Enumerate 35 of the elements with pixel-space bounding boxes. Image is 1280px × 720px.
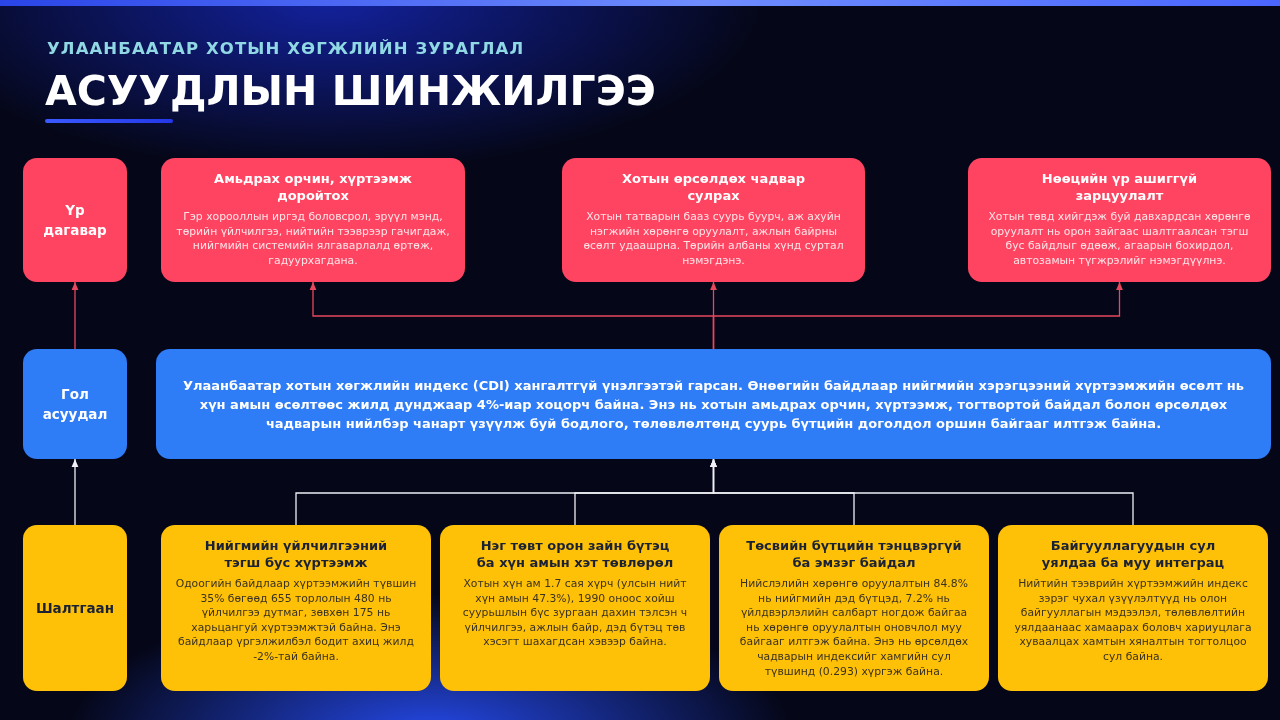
arrow	[71, 281, 79, 350]
problem-box	[156, 349, 1271, 459]
card-text: Нийтийн тээврийн хүртээмжийн индекс зэрэг чухал үзүүлэлтүүд нь олон байгууллагын мэдээлэл, төлөвлөлтийн уялдаанаас хамаарах боловч хариуцлага хуваалцах хамтын хяналтын тогтолцоо сул байна.	[1013, 577, 1253, 665]
arrow	[712, 281, 1123, 350]
problem-label-box	[23, 349, 127, 459]
card-heading: Байгууллагуудын сул уялдаа ба муу интеграц	[1040, 537, 1226, 571]
effect-label-box	[23, 158, 127, 282]
card-text: Гэр хорооллын иргэд боловсрол, эрүүл мэнд, төрийн үйлчилгээ, нийтийн тээврээр гачигдаж, нийгмийн системийн ялгаварлалд өртөж, гадуурхагдана.	[175, 210, 451, 269]
row-label: Үр дагавар	[42, 201, 108, 240]
cause-card	[161, 525, 431, 691]
subtitle: УЛААНБААТАР ХОТЫН ХӨГЖЛИЙН ЗУРАГЛАЛ	[47, 38, 525, 60]
card-heading: Нийгмийн үйлчилгээний тэгш бус хүртээмж	[203, 537, 389, 571]
card-text: Одоогийн байдлаар хүртээмжийн түвшин 35% бөгөөд 655 торлолын 480 нь үйлчилгээ дутмаг, зөвхөн 175 нь харьцангуй хүртээмжтэй байна. Энэ байдлаар үргэлжилбэл бодит ахиц жилд -2%-тай байна.	[175, 577, 417, 665]
cause-card	[440, 525, 710, 691]
card-heading: Нөөцийн үр ашиггүй зарцуулалт	[1040, 170, 1199, 204]
effect-card	[562, 158, 865, 282]
effect-card	[161, 158, 465, 282]
arrow	[71, 458, 79, 526]
arrow	[710, 458, 1134, 526]
card-text: Хотын татварын бааз суурь буурч, аж ахуйн нэгжийн хөрөнгө оруулалт, ажлын байрны өсөлт удаашрна. Төрийн албаны хүнд суртал нэмэгдэнэ.	[582, 210, 845, 269]
problem-statement: Улаанбаатар хотын хөгжлийн индекс (CDI) хангалтгүй үнэлгээтэй гарсан. Өнөөгийн байдлаар нийгмийн хэрэгцээний хүртээмжийн өсөлт нь хүн амын өсөлтөөс жилд дунджаар 4%-иар хоцорч байна. Энэ нь хотын амьдрах орчин, хүртээмж, тогтвортой байдал болон өрсөлдөх чадварын нийлбэр чанарт үзүүлж буй бодлого, төлөвлөлтөнд суурь бүтцийн доголдол оршин байгааг илтгэж байна.	[182, 376, 1245, 433]
row-label: Гол асуудал	[41, 385, 109, 424]
card-text: Хотын төвд хийгдэж буй давхардсан хөрөнгө оруулалт нь орон зайгаас шалтгаалсан тэгш бус байдлыг өдөөж, агаарын бохирдол, автозамын түгжрэлийг нэмэгдүүлнэ.	[987, 210, 1252, 269]
cause-card	[719, 525, 989, 691]
card-heading: Төсвийн бүтцийн тэнцвэргүй ба эмзэг байдал	[745, 537, 963, 571]
card-heading: Хотын өрсөлдөх чадвар сулрах	[621, 170, 806, 204]
title: АСУУДЛЫН ШИНЖИЛГЭЭ	[45, 66, 656, 117]
row-label: Шалтгаан	[35, 599, 115, 618]
card-text: Хотын хүн ам 1.7 сая хүрч (улсын нийт хүн амын 47.3%), 1990 оноос хойш суурьшлын бүс зургаан дахин тэлсэн ч үйлчилгээ, ажлын байр, дэд бүтэц төв хэсэгт шахагдсан хэвээр байна.	[461, 577, 689, 650]
card-text: Нийслэлийн хөрөнгө оруулалтын 84.8% нь нийгмийн дэд бүтцэд, 7.2% нь үйлдвэрлэлийн салбарт ногдож байгаа нь хөрөнгө оруулалтын оновчлол муу байгааг илтгэж байна. Энэ нь өрсөлдөх чадварын индексийг хамгийн сул түвшинд (0.293) хүргэж байна.	[738, 577, 970, 680]
cause-label-box	[23, 525, 127, 691]
cause-card	[998, 525, 1268, 691]
card-heading: Нэг төвт орон зайн бүтэц ба хүн амын хэт төвлөрөл	[475, 537, 675, 571]
card-heading: Амьдрах орчин, хүртээмж доройтох	[213, 170, 413, 204]
effect-card	[968, 158, 1271, 282]
